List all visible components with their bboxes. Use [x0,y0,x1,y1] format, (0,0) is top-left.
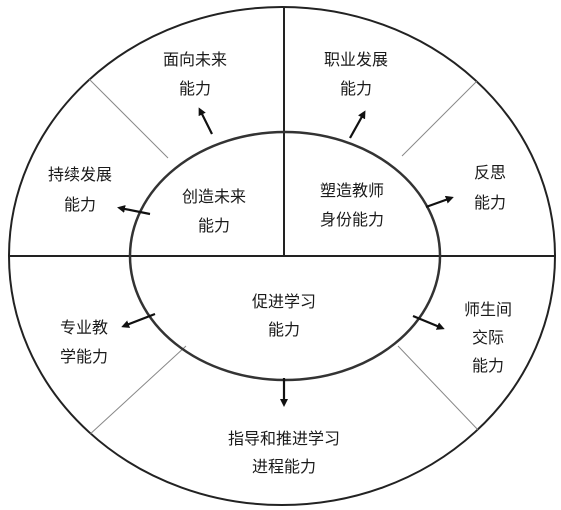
arrow-to-future-facing [198,107,213,135]
label-create-future: 创造未来能力 [182,187,246,235]
arrow-to-reflection [425,195,454,209]
label-career-development: 职业发展能力 [324,50,388,98]
label-teacher-student-interaction: 师生间交际能力 [464,300,512,375]
arrow-to-sustainable-development [117,205,151,216]
separator-lower-right [397,345,481,433]
label-sustainable-development: 持续发展能力 [48,165,112,214]
separator-lower-left [87,345,187,437]
label-promote-learning: 促进学习能力 [252,292,316,339]
separator-upper-right [401,77,481,157]
label-reflection: 反思能力 [474,163,506,212]
arrow-to-career-development [349,110,366,139]
label-professional-teaching: 专业教学能力 [60,318,108,366]
separator-upper-left [87,77,169,159]
label-future-facing: 面向未来能力 [163,50,227,98]
arrow-to-professional-teaching [121,312,156,328]
arrow-to-teacher-student-interaction [412,314,445,330]
label-shape-identity: 塑造教师身份能力 [320,181,384,229]
label-guide-learning-process: 指导和推进学习进程能力 [228,429,340,476]
